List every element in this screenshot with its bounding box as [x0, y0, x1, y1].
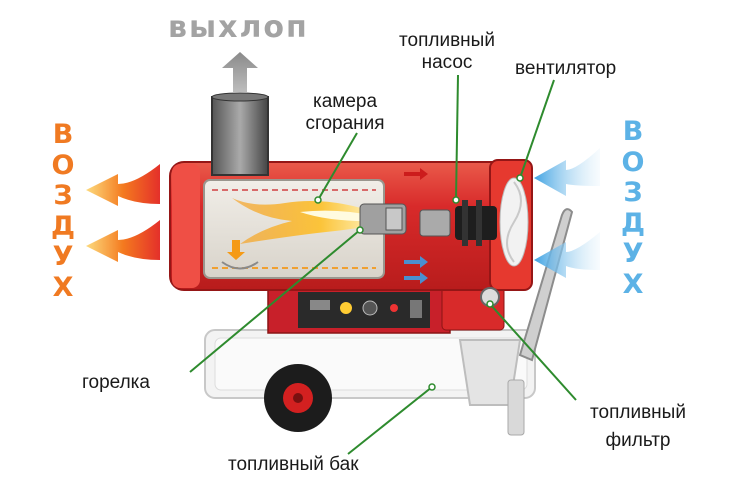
exhaust-arrow — [222, 52, 258, 92]
warm-air-letter: Д — [50, 210, 76, 242]
fuel-filter-label-line1: топливный — [590, 402, 686, 423]
fuel-tank-cart — [204, 329, 536, 436]
flame — [232, 198, 380, 244]
wheel — [264, 364, 332, 432]
cold-air-letter: О — [621, 146, 645, 178]
burner-head — [359, 203, 407, 235]
warm-air-label: В О З Д У Х — [48, 120, 78, 303]
warm-air-letter: Х — [52, 271, 74, 303]
cold-air-letter: В — [622, 116, 644, 147]
leader-lines — [189, 74, 577, 455]
warm-air-letter: В — [52, 119, 74, 150]
combustion-chamber-label: камера сгорания — [282, 91, 408, 135]
fuel-pump-label-line2: насос — [421, 52, 473, 73]
chimney — [211, 92, 269, 176]
warm-air-arrows — [86, 164, 160, 262]
cold-air-letter: Х — [622, 268, 644, 300]
control-panel — [267, 283, 505, 334]
warm-air-letter: О — [51, 149, 75, 181]
cold-air-arrows — [534, 148, 600, 278]
fan-label: вентилятор — [515, 58, 617, 79]
combustion-chamber-label-line1: камера — [312, 91, 378, 112]
cold-air-label: В О З Д У Х — [618, 117, 648, 300]
cold-air-letter: Д — [620, 207, 646, 239]
leader-dots — [314, 174, 524, 391]
internal-flow-arrows — [404, 168, 428, 284]
fuel-filter-label-line2: фильтр — [605, 430, 671, 451]
exhaust-label: выхлоп — [168, 10, 309, 45]
combustion-chamber-label-line2: сгорания — [305, 113, 385, 134]
warm-air-letter: З — [53, 180, 73, 211]
burner-label: горелка — [82, 372, 150, 393]
cold-air-letter: У — [622, 238, 644, 269]
fuel-pump-label: топливный насос — [377, 30, 517, 74]
fuel-tank-label: топливный бак — [228, 454, 359, 475]
fuel-filter-label: топливный фильтр — [548, 402, 728, 452]
fuel-pump-label-line1: топливный — [399, 30, 495, 51]
warm-air-letter: У — [52, 241, 74, 272]
cold-air-letter: З — [623, 177, 643, 208]
fan-assembly — [419, 177, 529, 267]
